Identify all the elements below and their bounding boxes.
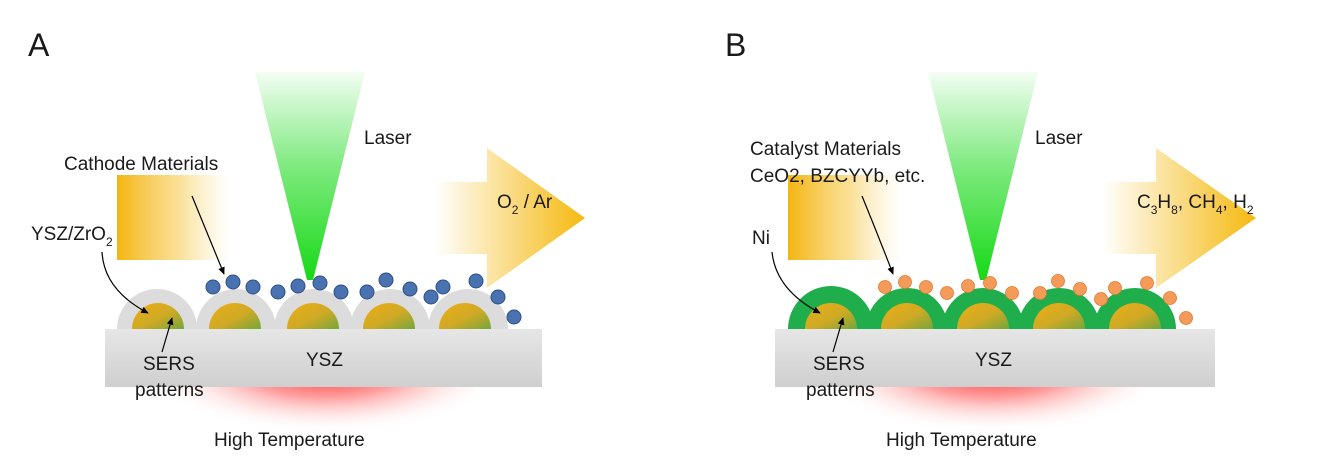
- panel-b-catalyst-leader: [861, 195, 894, 275]
- panel-a-coating-leader: [101, 251, 149, 314]
- panel-b-gas-label: C3H8, CH4, H2: [1137, 192, 1254, 217]
- panel-b: B: [725, 27, 1256, 451]
- panel-b-output-arrow: [1102, 148, 1256, 288]
- panel-b-catalyst-label-2: CeO2, BZCYYb, etc.: [750, 166, 925, 187]
- panel-a-sers-label-2: patterns: [135, 380, 204, 401]
- panel-b-catalyst-particles: [878, 274, 1193, 325]
- panel-a-laser-beam: [255, 72, 365, 280]
- panel-b-heat-label: High Temperature: [886, 430, 1037, 451]
- panel-a-cathode-leader: [191, 195, 225, 275]
- panel-a-laser-label: Laser: [364, 128, 412, 149]
- panel-b-sers-leader: [832, 317, 845, 353]
- panel-a-sers-label-1: SERS: [143, 354, 195, 375]
- panel-b-letter: B: [725, 27, 746, 63]
- panel-b-catalyst-label-1: Catalyst Materials: [750, 139, 901, 160]
- panel-a-substrate: [105, 329, 542, 387]
- panel-a-gas-label: O2 / Ar: [497, 192, 553, 217]
- panel-b-substrate-label: YSZ: [975, 350, 1012, 371]
- panel-a-substrate-label: YSZ: [306, 350, 343, 371]
- panel-a-coating-label: YSZ/ZrO2: [31, 224, 113, 249]
- panel-b-input-arrow: [788, 175, 903, 260]
- panel-a-letter: A: [28, 27, 50, 63]
- panel-a-input-arrow: [117, 175, 232, 260]
- panel-a: A: [28, 27, 585, 451]
- panel-a-cathode-particles: [205, 272, 522, 325]
- panel-b-substrate: [775, 329, 1215, 387]
- panel-b-laser-beam: [928, 72, 1038, 280]
- panel-b-sers-label-1: SERS: [813, 354, 865, 375]
- panel-b-coating-leader: [771, 251, 821, 314]
- panel-a-cathode-label: Cathode Materials: [64, 154, 218, 175]
- panel-a-heat-label: High Temperature: [214, 430, 365, 451]
- panel-b-coating-label: Ni: [752, 228, 770, 249]
- panel-b-sers-label-2: patterns: [806, 380, 875, 401]
- panel-a-output-arrow: [435, 148, 585, 288]
- panel-b-laser-label: Laser: [1035, 128, 1083, 149]
- panel-a-sers-leader: [161, 317, 174, 353]
